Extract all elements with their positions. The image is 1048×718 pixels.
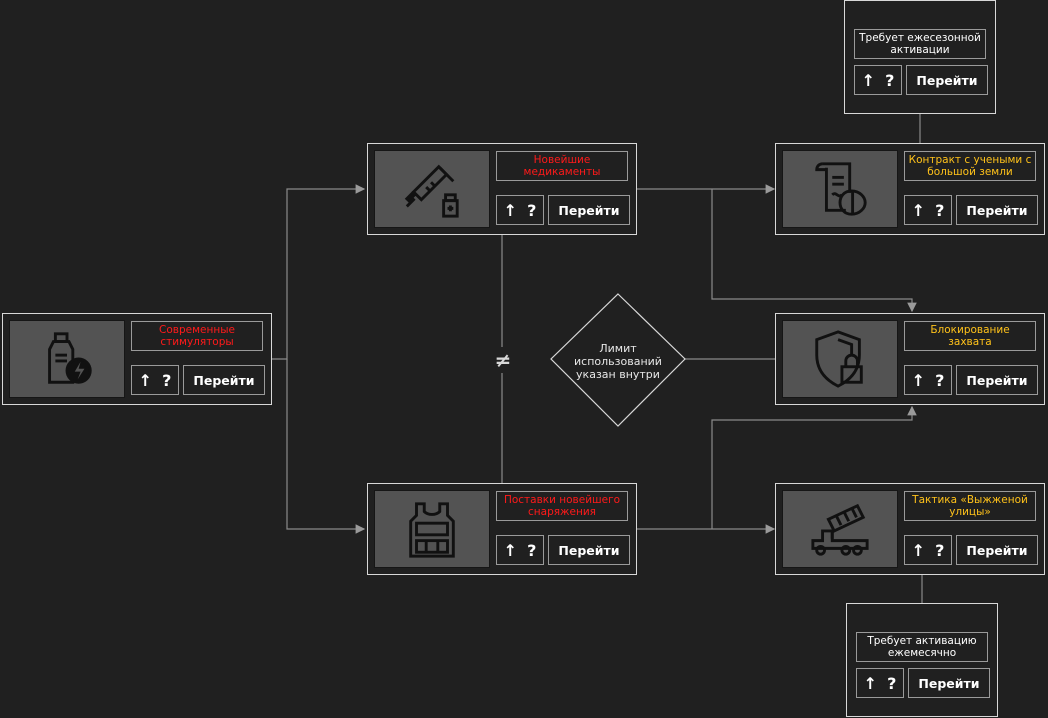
limit-diamond [550,293,686,427]
card-title: Современные стимуляторы [131,321,263,351]
card-equipment: Поставки новейшего снаряжения ↑? Перейти [367,483,637,575]
question-icon: ? [527,540,537,560]
stimulant-bottle-icon [9,320,125,398]
scroll-brain-icon [782,150,898,228]
card-title: Блокирование захвата [904,321,1036,351]
rocket-launcher-truck-icon [782,490,898,568]
arrow-up-icon: ↑ [503,200,518,220]
question-icon: ? [935,370,945,390]
card-tactic: Тактика «Выжженой улицы» ↑? Перейти [775,483,1045,575]
arrow-up-icon: ↑ [911,540,926,560]
note-monthly-activation: Требует активацию ежемесячно ↑? Перейти [846,603,998,717]
syringe-vial-icon [374,150,490,228]
arrow-up-icon: ↑ [138,370,153,390]
go-button[interactable]: Перейти [956,195,1038,225]
card-title: Контракт с учеными с большой земли [904,151,1036,181]
up-question-button[interactable]: ↑? [904,365,952,395]
up-question-button[interactable]: ↑? [496,195,544,225]
up-question-button[interactable]: ↑? [496,535,544,565]
card-contract: Контракт с учеными с большой земли ↑? Пе… [775,143,1045,235]
up-question-button[interactable]: ↑? [854,65,902,95]
diamond-label: Лимит использований указан внутри [574,342,662,381]
note-seasonal-activation: Требует ежесезонной активации ↑? Перейти [844,0,996,114]
arrow-up-icon: ↑ [861,70,876,90]
up-question-button[interactable]: ↑? [904,195,952,225]
question-icon: ? [935,200,945,220]
up-question-button[interactable]: ↑? [131,365,179,395]
go-button[interactable]: Перейти [906,65,988,95]
card-stimulants: Современные стимуляторы ↑? Перейти [2,313,272,405]
go-button[interactable]: Перейти [548,195,630,225]
note-title: Требует активацию ежемесячно [856,632,988,662]
question-icon: ? [887,673,897,693]
arrow-up-icon: ↑ [863,673,878,693]
shield-lock-icon [782,320,898,398]
up-question-button[interactable]: ↑? [856,668,904,698]
question-icon: ? [527,200,537,220]
question-icon: ? [885,70,895,90]
card-capture-block: Блокирование захвата ↑? Перейти [775,313,1045,405]
go-button[interactable]: Перейти [956,365,1038,395]
not-equal-symbol: ≠ [492,347,514,373]
card-medications: Новейшие медикаменты ↑? Перейти [367,143,637,235]
card-title: Поставки новейшего снаряжения [496,491,628,521]
arrow-up-icon: ↑ [503,540,518,560]
card-title: Новейшие медикаменты [496,151,628,181]
go-button[interactable]: Перейти [548,535,630,565]
card-title: Тактика «Выжженой улицы» [904,491,1036,521]
arrow-up-icon: ↑ [911,200,926,220]
up-question-button[interactable]: ↑? [904,535,952,565]
question-icon: ? [935,540,945,560]
note-title: Требует ежесезонной активации [854,29,986,59]
go-button[interactable]: Перейти [956,535,1038,565]
arrow-up-icon: ↑ [911,370,926,390]
go-button[interactable]: Перейти [183,365,265,395]
body-armor-vest-icon [374,490,490,568]
question-icon: ? [162,370,172,390]
go-button[interactable]: Перейти [908,668,990,698]
